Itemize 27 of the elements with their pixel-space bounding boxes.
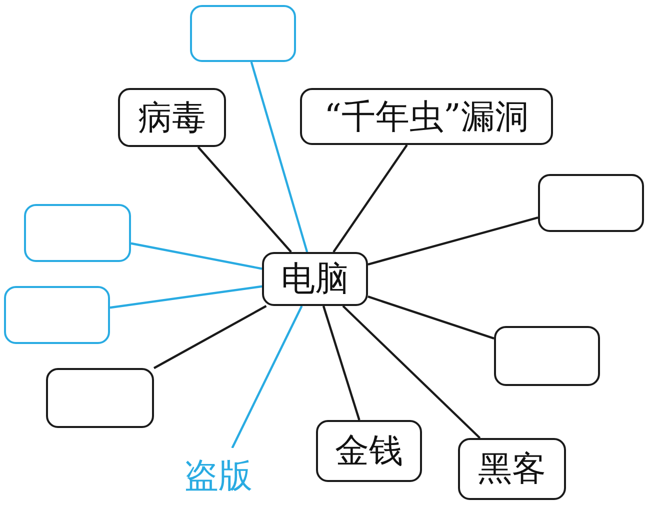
empty-box [24,204,131,262]
concept-box [118,88,226,147]
node-label: 黑客 [478,448,546,491]
concept-box [316,420,422,482]
connector-line [342,305,481,439]
empty-box [494,326,600,386]
connector-line [130,242,262,270]
empty-box [46,368,154,428]
concept-box [300,88,553,145]
concept-box [262,252,368,306]
connector-line [153,305,267,370]
node-label: 金钱 [335,430,403,473]
node-label: 病毒 [138,96,206,140]
connector-line [110,285,262,309]
connector-line [368,296,494,340]
empty-box [190,5,296,62]
empty-box [4,286,110,344]
connector-line [322,306,360,420]
connector-line [250,62,308,252]
node-label: 电脑 [281,258,349,301]
node-label: “千年虫”漏洞 [324,96,529,138]
connector-line [332,144,408,253]
concept-box [458,438,566,500]
empty-box [538,174,644,232]
connector-line [197,146,292,253]
connector-line [231,306,303,448]
connector-line [368,216,538,266]
